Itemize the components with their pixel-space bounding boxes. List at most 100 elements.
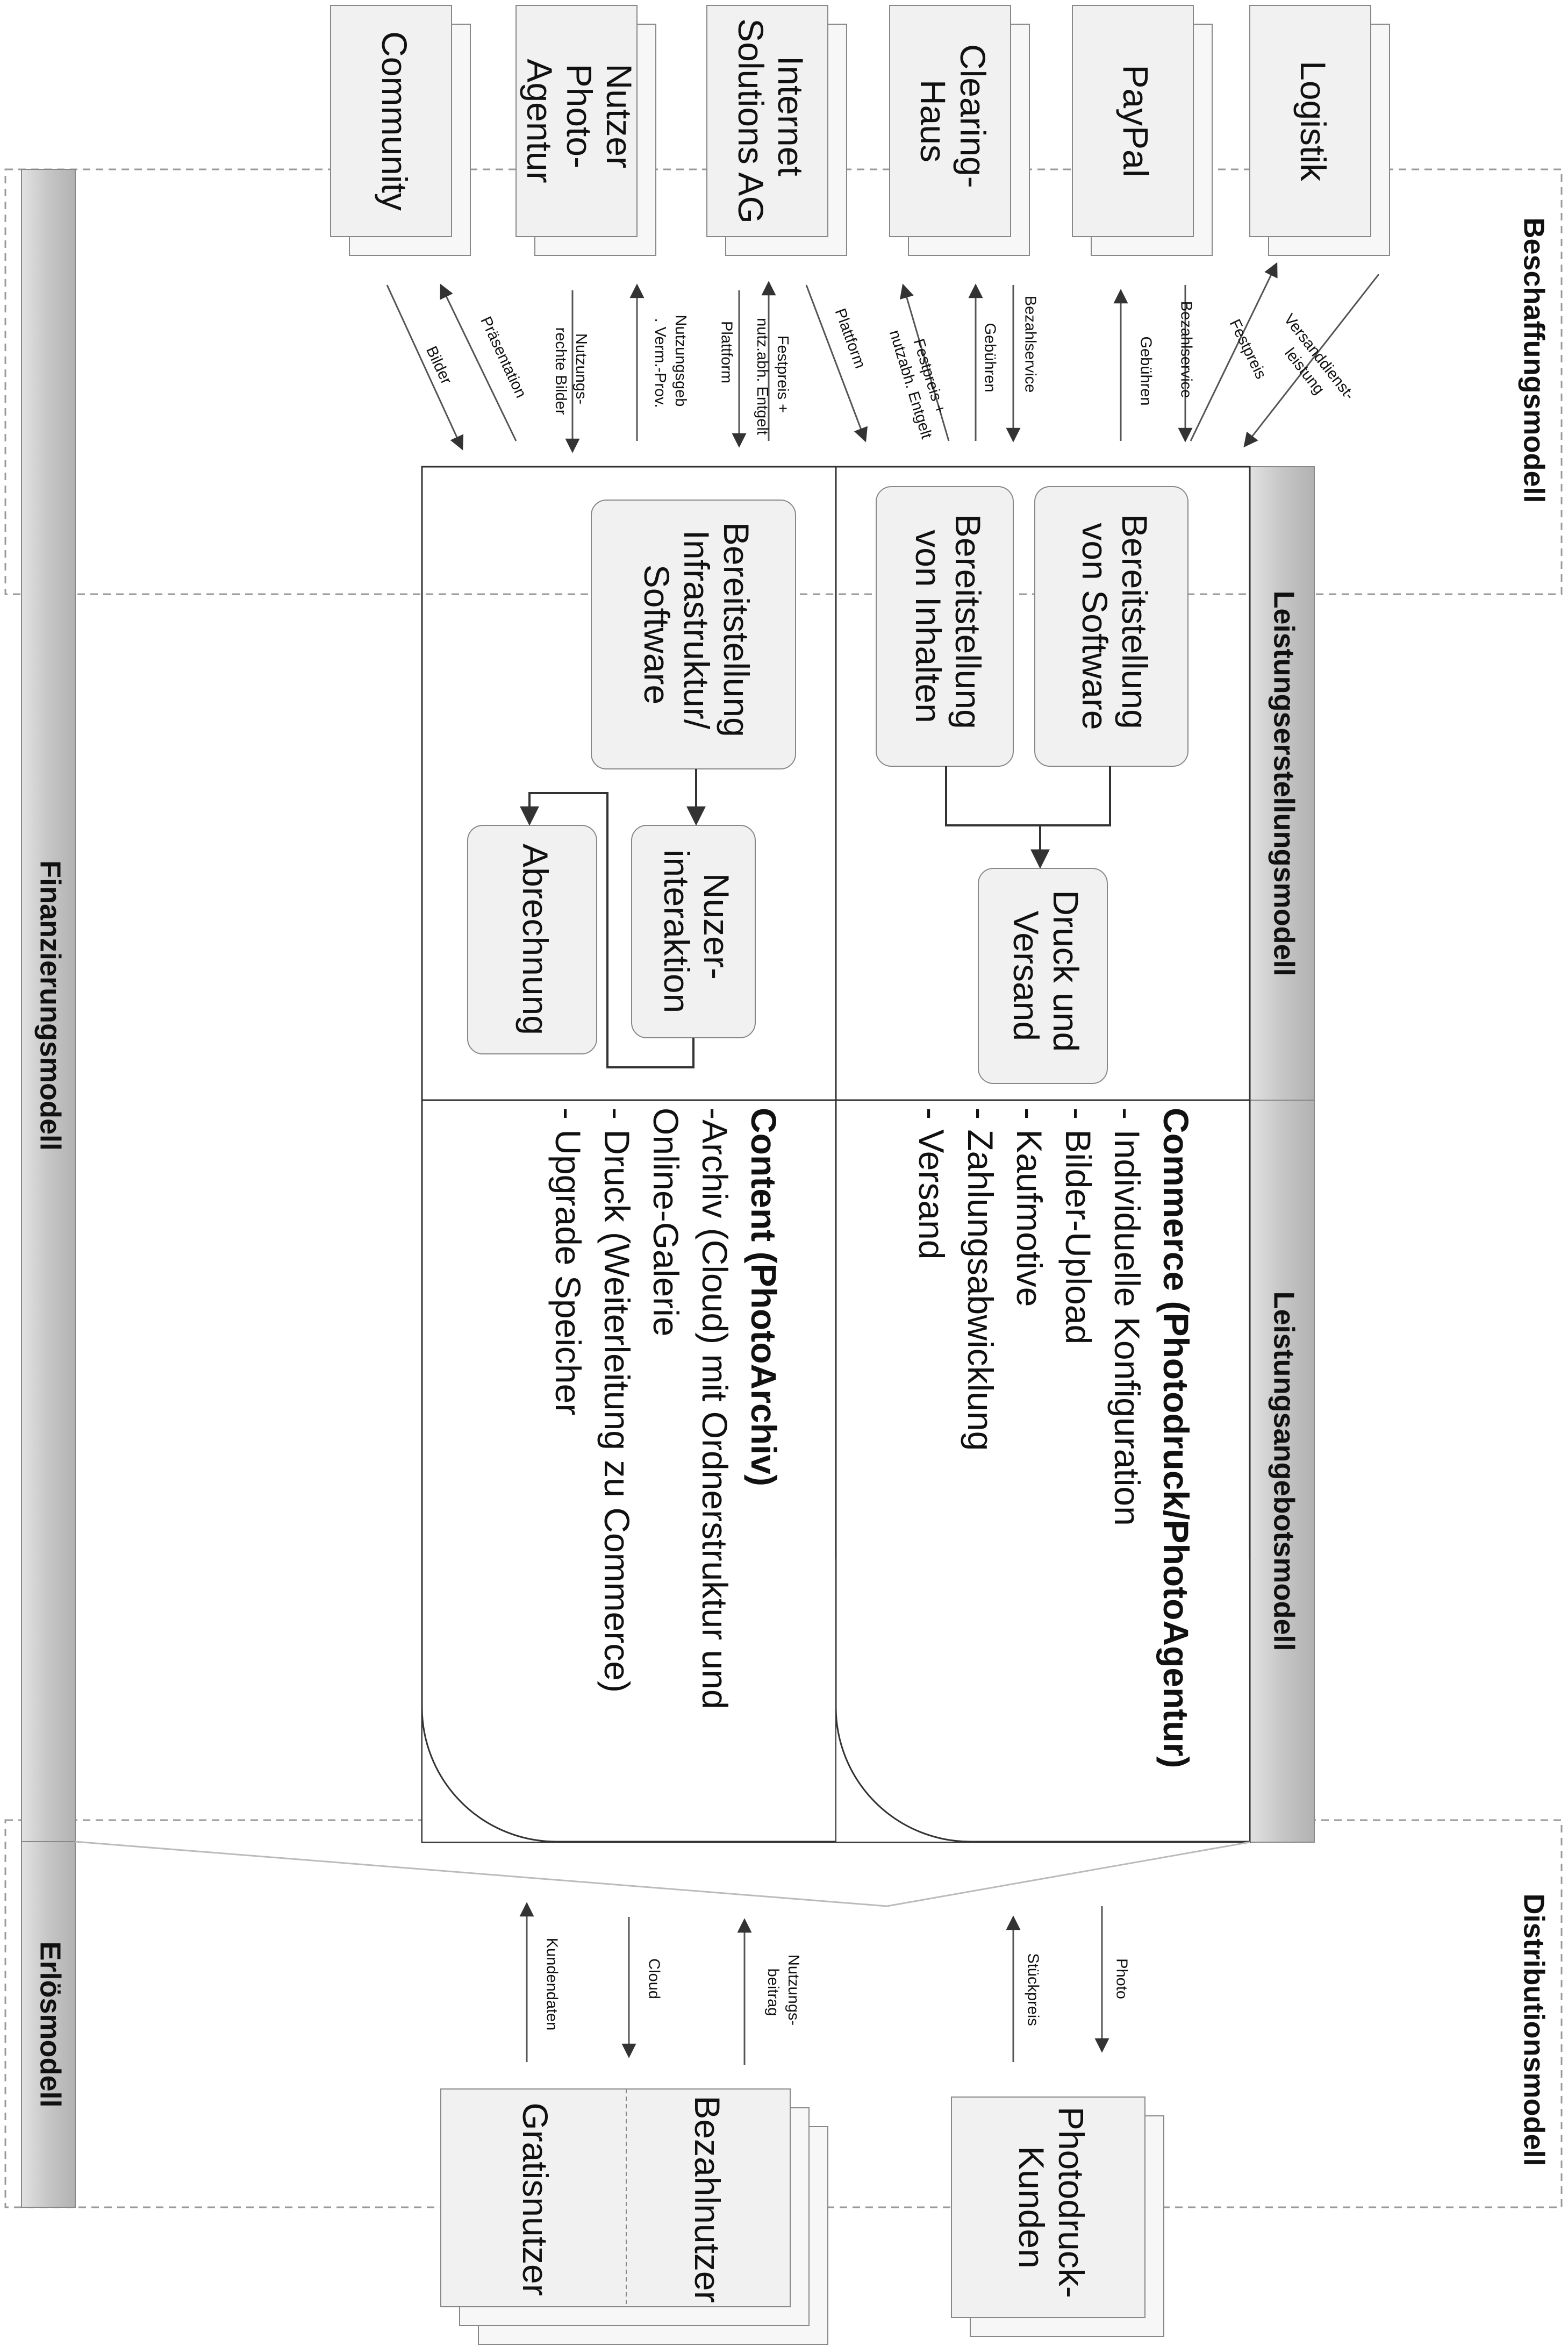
label-nutzungsbeitrag-1: Nutzungs- [785,1955,802,2026]
commerce-title: Commerce (Photodruck/PhotoAgentur) [1156,1108,1196,1768]
label-nutzungsrechte-2: rechte Bilder [552,327,569,415]
label-cloud: Cloud [645,1958,662,1999]
label-festpreis-is-2: nutz.abh. Entgelt [754,318,771,435]
finanzierung-title: Finanzierungsmodell [34,860,67,1151]
nutzer-label-3: Agentur [520,59,560,183]
arrow-praesentation [440,283,517,441]
content-panel-bottom [421,1559,836,1843]
supplier-logistik: Logistik [1249,5,1390,256]
gratisnutzer-label: Gratisnutzer [515,2102,555,2295]
label-plattform-is: Plattform [718,321,735,383]
svg-text:Nuzer- interaktion: Nuzer- interaktion [657,850,736,1014]
svg-text:Clearing- Haus: Clearing- Haus [913,44,993,198]
supplier-nutzer-photo-agentur: Nutzer Photo- Agentur [515,5,656,256]
commerce-item-1: - Individuelle Konfiguration [1107,1108,1147,1526]
svg-text:Bereitstellung von Softw: Bereitstellung von Software [1075,514,1155,739]
label-festpreis-log: Festpreis [1226,317,1270,382]
process-software: Bereitstellung von Software [1034,486,1188,767]
svg-text:Logistik: Logistik [1293,61,1333,182]
svg-text:Nutzungs- rechte Bilder: Nutzungs- rechte Bilder [552,327,590,415]
nutzer-label-1: Nutzer [599,64,639,168]
svg-text:Festpreis + nutzabh. Entge: Festpreis + nutzabh. Entgelt [886,322,955,441]
commerce-item-5: - Versand [912,1108,951,1260]
svg-text:Abrechnung: Abrechnung [515,844,555,1035]
svg-text:PayPal: PayPal [1116,65,1156,177]
nuzer-label-1: Nuzer- [697,873,736,980]
clearing-label-2: Haus [913,80,953,162]
supplier-internet-solutions: Internet Solutions AG [706,5,847,256]
arrow-versand-log [1243,274,1380,448]
content-item-2: Online-Galerie [646,1108,686,1337]
software-label-1: Bereitstellung [1115,514,1155,729]
inhalte-label-2: von Inhalten [908,530,948,723]
photodruck-label-1: Photodruck- [1051,2107,1091,2298]
commerce-item-2: - Bilder-Upload [1058,1108,1098,1344]
label-praesentation: Präsentation [477,314,529,401]
svg-text:Community: Community [375,31,414,211]
paypal-label: PayPal [1116,65,1156,177]
svg-text:Druck und Versand: Druck und Versand [1006,890,1086,1061]
label-photo: Photo [1113,1958,1130,1999]
clearing-label-1: Clearing- [953,44,993,188]
infra-label-1: Bereitstellung [717,522,756,737]
label-nutzungsbeitrag-2: beitrag [764,1969,782,2016]
supplier-clearing-haus: Clearing- Haus [889,5,1030,256]
svg-text:Bereitstellung Infrastru: Bereitstellung Infrastruktur/ Software [637,522,756,747]
process-nuzer: Nuzer- interaktion [631,825,756,1038]
leistungserstellung-bar [1249,466,1315,1101]
nutzer-label-2: Photo- [560,64,599,168]
inhalte-label-1: Bereitstellung [948,514,988,729]
druck-label-2: Versand [1006,911,1046,1041]
label-kundendaten: Kundendaten [543,1938,560,2031]
svg-text:Festpreis + nutz.abh. Entg: Festpreis + nutz.abh. Entgelt [754,318,791,435]
label-stueckpreis: Stückpreis [1024,1953,1041,2026]
content-item-3: - Druck (Weiterleitung zu Commerce) [597,1108,637,1693]
distribution-title: Distributionsmodell [1518,1893,1550,2166]
content-text: Content (PhotoArchiv) -Archiv (Cloud) mi… [548,1108,784,1719]
erloes-bar [21,1841,76,2208]
internet-label-2: Solutions AG [731,18,771,224]
abrechnung-label: Abrechnung [515,844,555,1035]
beschaffung-title: Beschaffungsmodell [1518,217,1550,503]
druck-label-1: Druck und [1046,890,1086,1052]
commerce-panel-bottom [835,1559,1250,1843]
label-bilder: Bilder [423,344,455,387]
infra-label-3: Software [637,565,677,704]
arrow-plattform-ch [805,284,868,443]
finanzierung-bar [21,169,76,1842]
leistungsangebot-title: Leistungsangebotsmodell [1268,1291,1300,1651]
arrow-festpreis-log [1190,262,1278,441]
funnel-line-left [75,1841,887,1907]
label-bezahlservice-pp: Bezahlservice [1177,301,1194,398]
logistik-label: Logistik [1293,61,1333,182]
content-item-1: -Archiv (Cloud) mit Ordnerstruktur und [695,1108,735,1709]
supplier-community: Community [330,5,471,256]
process-inhalte: Bereitstellung von Inhalten [876,486,1014,767]
commerce-item-3: - Kaufmotive [1009,1108,1049,1307]
supplier-paypal: PayPal [1072,5,1213,256]
commerce-panel-mask [836,1559,1249,1842]
svg-text:Nutzungsgeb . Verm.-Prov.: Nutzungsgeb . Verm.-Prov. [651,315,689,411]
label-gebuehren-ch: Gebühren [981,323,998,393]
leistungserstellung-title: Leistungserstellungsmodell [1268,590,1300,976]
customer-photodruck: Photodruck- Kunden [951,2097,1164,2337]
svg-text:Nutzer Photo- Agen: Nutzer Photo- Agentur [520,59,639,183]
svg-text:Gratisnutzer: Gratisnutzer [515,2102,555,2295]
content-panel-mask [423,1559,835,1842]
label-nutzungsgeb-2: . Verm.-Prov. [651,318,669,408]
arrow-festpreis-ch [899,283,950,441]
process-abrechnung: Abrechnung [467,825,597,1054]
arrow-bilder [386,284,464,451]
community-label: Community [375,31,414,211]
photodruck-label-2: Kunden [1012,2146,1051,2269]
svg-text:Bezahlnutzer: Bezahlnutzer [688,2095,727,2302]
svg-text:Internet Solutions AG: Internet Solutions AG [731,18,811,224]
nuzer-label-2: interaktion [657,850,697,1014]
process-druck: Druck und Versand [978,868,1108,1084]
label-bezahlservice-ch: Bezahlservice [1021,296,1039,393]
label-nutzungsgeb-1: Nutzungsgeb [672,315,689,407]
internet-label-1: Internet [771,56,811,176]
svg-text:Bereitstellung von Inhal: Bereitstellung von Inhalten [908,514,988,739]
content-title: Content (PhotoArchiv) [744,1108,784,1486]
